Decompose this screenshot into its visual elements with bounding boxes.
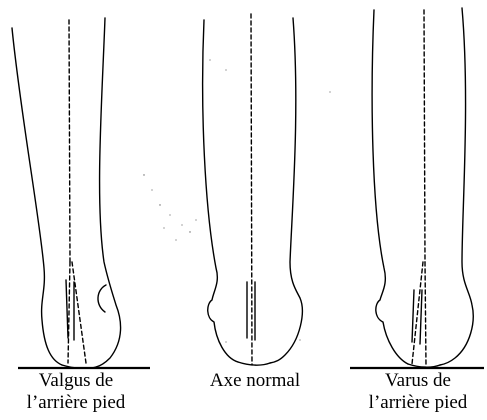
caption-varus: Varus de l’arrière pied [348, 370, 487, 414]
caption-normal: Axe normal [190, 370, 320, 392]
caption-valgus-line1: Valgus de [6, 370, 146, 392]
caption-normal-line1: Axe normal [210, 370, 300, 391]
caption-valgus-line2: l’arrière pied [6, 392, 146, 414]
caption-varus-line1: Varus de [348, 370, 487, 392]
varus-leg [372, 8, 473, 367]
normal-leg [203, 14, 303, 365]
caption-valgus: Valgus de l’arrière pied [6, 370, 146, 414]
valgus-leg [12, 18, 121, 368]
caption-varus-line2: l’arrière pied [348, 392, 487, 414]
